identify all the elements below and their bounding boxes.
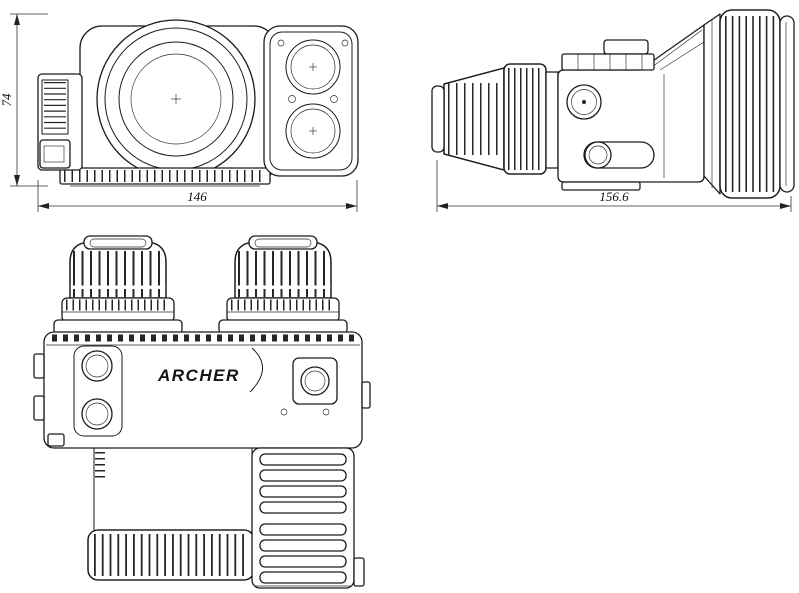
dim-length-label: 156.6 bbox=[599, 189, 629, 204]
dim-height-label: 74 bbox=[0, 93, 14, 107]
top-view: ARCHER bbox=[33, 235, 371, 589]
front-view bbox=[37, 19, 359, 187]
brand-logo-swoosh bbox=[249, 347, 263, 393]
front-width-dimension: 146 bbox=[37, 180, 358, 212]
side-length-dimension: 156.6 bbox=[436, 160, 792, 212]
dim-width-label: 146 bbox=[187, 189, 207, 204]
brand-logo-text: ARCHER bbox=[157, 366, 240, 385]
front-height-dimension: 74 bbox=[0, 13, 48, 187]
side-view bbox=[431, 9, 795, 199]
